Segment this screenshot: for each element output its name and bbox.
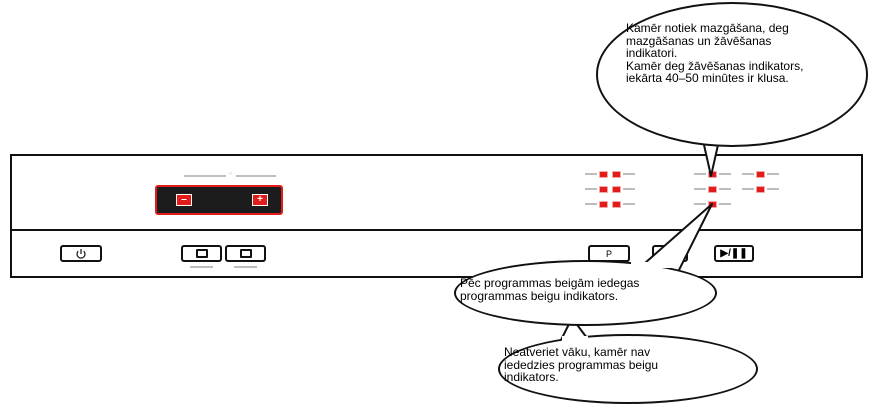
tail-join bbox=[703, 131, 719, 136]
callout-line: iekārta 40–50 minūtes ir klusa. bbox=[626, 71, 789, 85]
callout-line: Kamēr notiek mazgāšana, deg bbox=[626, 21, 789, 35]
indicator-light bbox=[612, 170, 621, 178]
plus-button[interactable]: + bbox=[252, 194, 268, 206]
button-icon bbox=[195, 249, 208, 258]
callout-line: Neatveriet vāku, kamēr nav bbox=[504, 345, 651, 359]
indicator-row-right-1 bbox=[742, 170, 779, 178]
play-pause-icon: ▶/❚❚ bbox=[720, 248, 748, 259]
callout-middle bbox=[454, 260, 717, 326]
control-panel bbox=[10, 154, 863, 278]
callout-line: mazgāšanas un žāvēšanas bbox=[626, 33, 772, 48]
indicator-row-1 bbox=[585, 170, 635, 178]
power-button[interactable] bbox=[60, 245, 102, 262]
indicator-light bbox=[708, 185, 717, 193]
callout-line: programmas beigu indikators. bbox=[460, 288, 619, 303]
indicator-light bbox=[599, 170, 608, 178]
callout-top-text: Kamēr notiek mazgāšana, deg mazgāšanas u… bbox=[626, 22, 803, 85]
callout-top bbox=[596, 2, 868, 147]
slider-line-left bbox=[184, 175, 226, 177]
program-button-label: P bbox=[605, 248, 612, 259]
option-button-2[interactable] bbox=[225, 245, 266, 262]
power-icon bbox=[76, 248, 86, 259]
indicator-row-2 bbox=[585, 185, 635, 193]
button-underline bbox=[234, 266, 257, 268]
minus-button[interactable]: – bbox=[176, 194, 192, 206]
callout-line: Kamēr deg žāvēšanas indikators, bbox=[626, 58, 804, 73]
button-icon bbox=[239, 249, 252, 258]
panel-divider bbox=[10, 229, 863, 231]
callout-line: iededzies programmas beigu bbox=[504, 357, 659, 372]
button-underline bbox=[190, 266, 213, 268]
tail-join bbox=[631, 262, 673, 268]
indicator-light bbox=[612, 200, 621, 208]
indicator-row-3 bbox=[585, 200, 635, 208]
indicator-light bbox=[756, 170, 765, 178]
indicator-light bbox=[756, 185, 765, 193]
callout-middle-text: Pēc programmas beigām iedegas programmas… bbox=[460, 277, 639, 302]
callout-bottom-text: Neatveriet vāku, kamēr nav iededzies pro… bbox=[504, 346, 658, 384]
indicator-light bbox=[599, 200, 608, 208]
callout-line: indikatori. bbox=[626, 46, 678, 60]
indicator-light bbox=[612, 185, 621, 193]
dry-indicator bbox=[694, 185, 731, 193]
option-button-1[interactable] bbox=[181, 245, 222, 262]
slider-line-right bbox=[236, 175, 276, 177]
callout-line: Pēc programmas beigām iedegas bbox=[460, 276, 640, 290]
indicator-row-right-2 bbox=[742, 185, 779, 193]
indicator-light bbox=[599, 185, 608, 193]
slider-mark: ○ bbox=[229, 171, 233, 177]
start-pause-button[interactable]: ▶/❚❚ bbox=[714, 245, 754, 262]
tail-join bbox=[562, 336, 588, 341]
callout-line: indikators. bbox=[504, 370, 559, 384]
